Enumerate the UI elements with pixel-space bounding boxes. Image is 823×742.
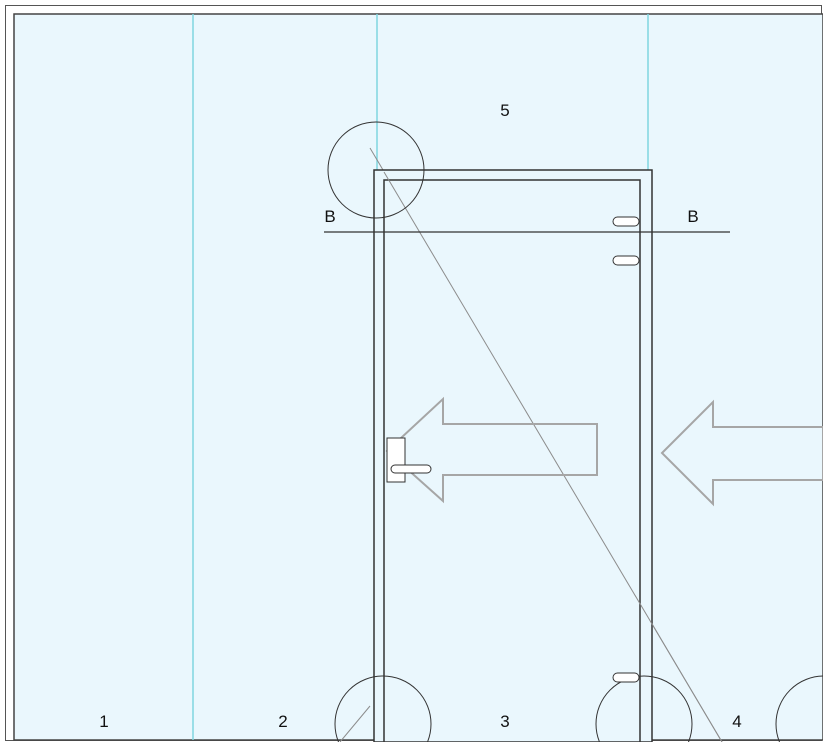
door-swing-diagonal-over [383,171,723,742]
hinge-top [612,216,640,227]
section-label-left: B [324,207,335,226]
hinge-middle [612,255,640,266]
circle-outline-icon [775,675,823,742]
circle-outline-icon [595,675,693,742]
panel-label-3: 3 [500,712,509,731]
panel-label-4: 4 [732,712,741,731]
panel-label-5: 5 [500,101,509,120]
panel-label-2: 2 [278,712,287,731]
circle-outline-icon [334,675,432,742]
door-frame-inner [383,179,641,742]
left-arrow-outline-icon [385,396,598,504]
section-label-right: B [687,207,698,226]
circle-outline-icon [327,121,425,219]
bottom-left-diagonal [339,705,371,742]
door-handle [390,464,432,474]
panel-seams [192,14,649,740]
fitting-circles [327,121,823,742]
left-arrow-outline-icon [660,399,823,507]
door-lock-plate [386,437,406,483]
hinge-bottom [612,672,640,683]
panel-label-1: 1 [99,712,108,731]
hinges [612,216,640,683]
